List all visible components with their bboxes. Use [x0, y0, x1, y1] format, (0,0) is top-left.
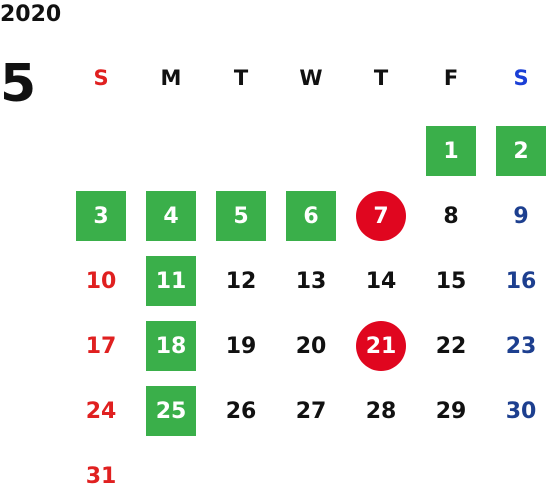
day-cell-10[interactable]: 10	[85, 268, 117, 294]
day-cell-26[interactable]: 26	[225, 398, 257, 424]
day-cell-3[interactable]: 3	[76, 191, 126, 241]
day-cell-8[interactable]: 8	[443, 203, 459, 229]
weekday-1: M	[160, 66, 182, 90]
day-cell-11[interactable]: 11	[146, 256, 196, 306]
day-cell-23[interactable]: 23	[505, 333, 537, 359]
day-cell-17[interactable]: 17	[85, 333, 117, 359]
month-number: 5	[0, 54, 37, 114]
day-cell-5[interactable]: 5	[216, 191, 266, 241]
day-cell-25[interactable]: 25	[146, 386, 196, 436]
weekday-3: W	[299, 66, 323, 90]
day-cell-4[interactable]: 4	[146, 191, 196, 241]
day-cell-22[interactable]: 22	[435, 333, 467, 359]
day-cell-12[interactable]: 12	[225, 268, 257, 294]
day-cell-16[interactable]: 16	[505, 268, 537, 294]
day-cell-2[interactable]: 2	[496, 126, 546, 176]
day-cell-15[interactable]: 15	[435, 268, 467, 294]
day-cell-7[interactable]: 7	[356, 191, 406, 241]
day-cell-21[interactable]: 21	[356, 321, 406, 371]
day-cell-19[interactable]: 19	[225, 333, 257, 359]
day-cell-29[interactable]: 29	[435, 398, 467, 424]
day-cell-27[interactable]: 27	[295, 398, 327, 424]
day-cell-14[interactable]: 14	[365, 268, 397, 294]
day-cell-28[interactable]: 28	[365, 398, 397, 424]
day-cell-20[interactable]: 20	[295, 333, 327, 359]
weekday-0: S	[93, 66, 109, 90]
year-label: 2020	[0, 2, 62, 27]
weekday-6: S	[513, 66, 529, 90]
weekday-2: T	[233, 66, 249, 90]
day-cell-30[interactable]: 30	[505, 398, 537, 424]
weekday-5: F	[443, 66, 459, 90]
day-cell-13[interactable]: 13	[295, 268, 327, 294]
weekday-4: T	[373, 66, 389, 90]
day-cell-1[interactable]: 1	[426, 126, 476, 176]
day-cell-9[interactable]: 9	[513, 203, 529, 229]
day-cell-31[interactable]: 31	[85, 463, 117, 489]
day-cell-18[interactable]: 18	[146, 321, 196, 371]
day-cell-24[interactable]: 24	[85, 398, 117, 424]
day-cell-6[interactable]: 6	[286, 191, 336, 241]
